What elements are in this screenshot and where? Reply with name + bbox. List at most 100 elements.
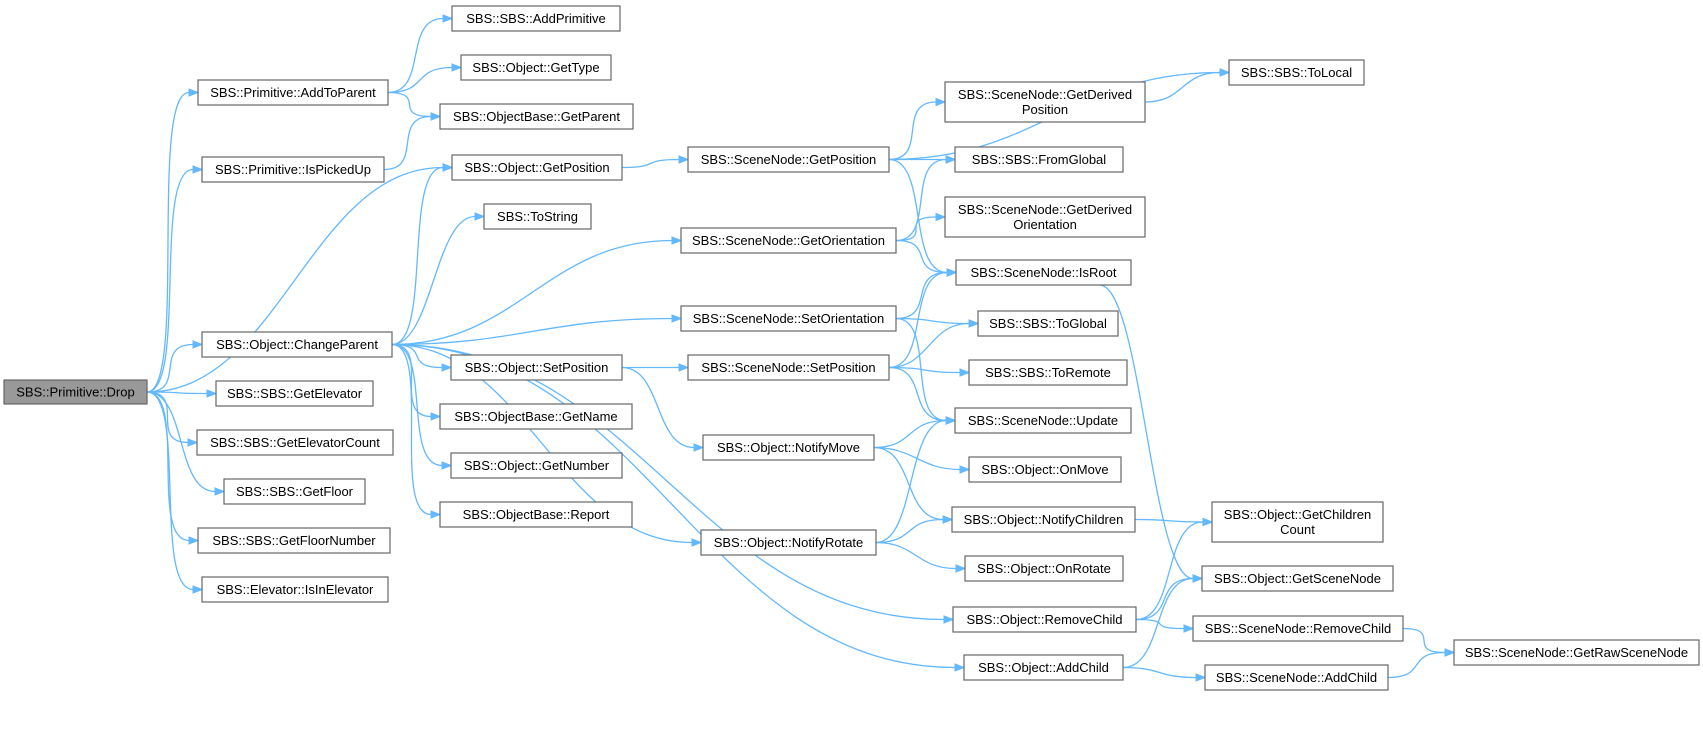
node-get-floor[interactable]: SBS::SBS::GetFloor <box>223 478 366 505</box>
node-report[interactable]: SBS::ObjectBase::Report <box>439 501 633 528</box>
node-sn-get-position[interactable]: SBS::SceneNode::GetPosition <box>687 146 890 173</box>
node-box <box>1192 615 1404 642</box>
edge-change-parent-to-sn-get-orientation <box>391 236 683 346</box>
node-set-position[interactable]: SBS::Object::SetPosition <box>450 354 623 381</box>
node-get-parent[interactable]: SBS::ObjectBase::GetParent <box>439 103 634 130</box>
node-label: SBS::SceneNode::SetPosition <box>701 360 875 375</box>
node-label: SBS::SceneNode::Update <box>968 413 1118 428</box>
edge-change-parent-to-sn-set-orientation <box>391 314 683 346</box>
node-get-type[interactable]: SBS::Object::GetType <box>460 54 612 81</box>
node-get-elevator[interactable]: SBS::SBS::GetElevator <box>215 380 374 407</box>
edge-notify-move-to-sn-update <box>873 416 957 449</box>
node-notify-move[interactable]: SBS::Object::NotifyMove <box>702 434 875 461</box>
node-label: SBS::ObjectBase::Report <box>463 507 610 522</box>
node-sn-set-orientation[interactable]: SBS::SceneNode::SetOrientation <box>680 305 897 332</box>
node-box <box>968 456 1122 483</box>
node-label: SBS::Object::RemoveChild <box>966 612 1122 627</box>
node-label: SBS::Object::NotifyChildren <box>964 512 1124 527</box>
edge-set-position-to-notify-move <box>621 366 705 452</box>
node-drop[interactable]: SBS::Primitive::Drop <box>3 379 148 405</box>
node-label: SBS::SBS::GetFloorNumber <box>212 533 376 548</box>
node-get-elevator-count[interactable]: SBS::SBS::GetElevatorCount <box>196 429 394 456</box>
node-is-in-elevator[interactable]: SBS::Elevator::IsInElevator <box>201 576 389 603</box>
node-box <box>439 501 633 528</box>
node-label: SBS::SBS::GetElevator <box>227 386 363 401</box>
node-label: SBS::Primitive::Drop <box>16 385 134 400</box>
node-on-rotate[interactable]: SBS::Object::OnRotate <box>964 555 1124 582</box>
node-get-scene-node[interactable]: SBS::Object::GetSceneNode <box>1201 565 1394 592</box>
node-box <box>197 527 391 554</box>
node-box <box>197 79 389 106</box>
node-box <box>680 227 897 254</box>
edge-sn-set-position-to-to-remote <box>888 366 971 377</box>
node-label: Position <box>1022 102 1068 117</box>
node-box <box>687 354 890 381</box>
node-box <box>201 156 385 183</box>
node-on-move[interactable]: SBS::Object::OnMove <box>968 456 1122 483</box>
node-label: SBS::SceneNode::GetDerived <box>958 87 1132 102</box>
edge-sn-get-derived-position-to-to-local <box>1144 68 1231 103</box>
node-box <box>460 54 612 81</box>
edge-change-parent-to-report <box>391 343 442 519</box>
edge-drop-to-is-in-elevator <box>146 391 204 594</box>
node-is-picked-up[interactable]: SBS::Primitive::IsPickedUp <box>201 156 385 183</box>
node-sn-update[interactable]: SBS::SceneNode::Update <box>954 407 1132 434</box>
edge-remove-child-to-get-scene-node <box>1135 574 1204 621</box>
edge-notify-rotate-to-on-rotate <box>875 541 967 573</box>
edge-drop-to-is-picked-up <box>146 165 204 393</box>
node-to-local[interactable]: SBS::SBS::ToLocal <box>1228 59 1365 86</box>
node-sn-set-position[interactable]: SBS::SceneNode::SetPosition <box>687 354 890 381</box>
node-add-to-parent[interactable]: SBS::Primitive::AddToParent <box>197 79 389 106</box>
node-get-number[interactable]: SBS::Object::GetNumber <box>450 452 623 479</box>
node-label: SBS::SBS::ToRemote <box>985 365 1111 380</box>
edge-add-to-parent-to-get-type <box>387 63 463 94</box>
node-box <box>963 654 1124 681</box>
node-label: SBS::Object::NotifyRotate <box>714 535 864 550</box>
node-remove-child[interactable]: SBS::Object::RemoveChild <box>952 606 1137 633</box>
node-get-name[interactable]: SBS::ObjectBase::GetName <box>439 403 633 430</box>
node-box <box>451 5 621 32</box>
node-to-global[interactable]: SBS::SBS::ToGlobal <box>977 310 1119 337</box>
node-to-remote[interactable]: SBS::SBS::ToRemote <box>968 359 1128 386</box>
node-label: SBS::Object::GetChildren <box>1224 507 1371 522</box>
node-label: SBS::Object::GetType <box>472 60 599 75</box>
node-label: SBS::SceneNode::GetOrientation <box>692 233 885 248</box>
edge-add-child-to-get-scene-node <box>1122 574 1204 669</box>
node-box <box>944 196 1146 238</box>
node-box <box>687 146 890 173</box>
edge-change-parent-to-get-number <box>391 343 453 470</box>
node-notify-children[interactable]: SBS::Object::NotifyChildren <box>951 506 1136 533</box>
node-label: SBS::SceneNode::GetDerived <box>958 202 1132 217</box>
node-box <box>201 331 393 358</box>
node-label: SBS::Object::NotifyMove <box>717 440 860 455</box>
node-get-position[interactable]: SBS::Object::GetPosition <box>451 154 623 181</box>
node-from-global[interactable]: SBS::SBS::FromGlobal <box>954 146 1124 173</box>
node-change-parent[interactable]: SBS::Object::ChangeParent <box>201 331 393 358</box>
node-box <box>951 506 1136 533</box>
node-sn-is-root[interactable]: SBS::SceneNode::IsRoot <box>955 259 1132 286</box>
node-label: SBS::ToString <box>497 209 578 224</box>
edge-drop-to-get-floor <box>146 391 226 496</box>
node-to-string[interactable]: SBS::ToString <box>483 203 592 230</box>
node-box <box>451 154 623 181</box>
node-label: SBS::Primitive::AddToParent <box>210 85 376 100</box>
node-notify-rotate[interactable]: SBS::Object::NotifyRotate <box>700 529 877 556</box>
node-sn-add-child[interactable]: SBS::SceneNode::AddChild <box>1204 664 1389 691</box>
node-label: SBS::SceneNode::RemoveChild <box>1205 621 1391 636</box>
node-sn-get-orientation[interactable]: SBS::SceneNode::GetOrientation <box>680 227 897 254</box>
node-sn-remove-child[interactable]: SBS::SceneNode::RemoveChild <box>1192 615 1404 642</box>
node-get-raw-scene-node[interactable]: SBS::SceneNode::GetRawSceneNode <box>1453 639 1700 666</box>
node-add-child[interactable]: SBS::Object::AddChild <box>963 654 1124 681</box>
node-add-primitive[interactable]: SBS::SBS::AddPrimitive <box>451 5 621 32</box>
node-box <box>439 103 634 130</box>
call-edges <box>146 14 1456 682</box>
function-nodes: SBS::Primitive::Drop SBS::Primitive::AddT… <box>3 5 1700 691</box>
node-box <box>196 429 394 456</box>
edge-change-parent-to-to-string <box>391 212 486 346</box>
edge-remove-child-to-sn-remove-child <box>1135 618 1195 633</box>
node-get-floor-number[interactable]: SBS::SBS::GetFloorNumber <box>197 527 391 554</box>
node-label: SBS::SBS::AddPrimitive <box>466 11 605 26</box>
